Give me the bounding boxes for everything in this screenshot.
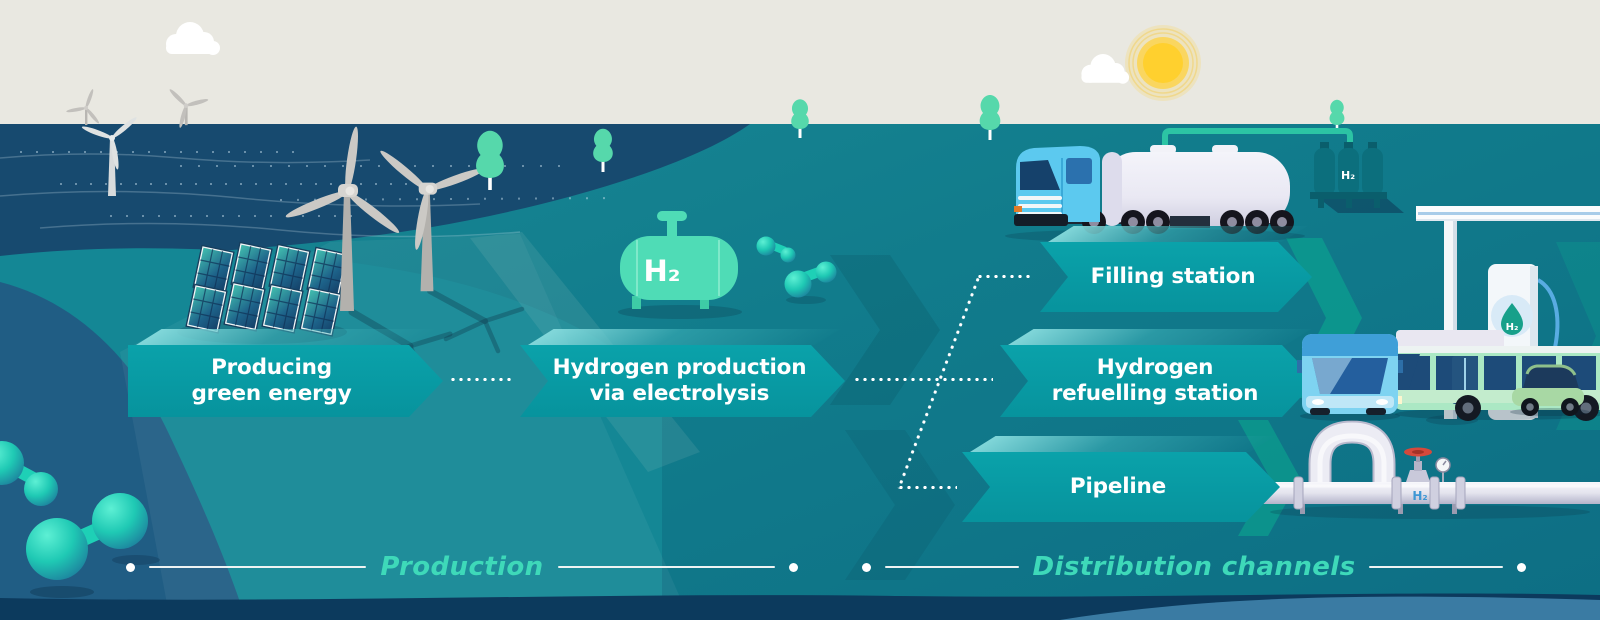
car [1510,364,1590,416]
h2-storage-tanks: H₂ [1310,142,1404,213]
h2-molecules-large [0,441,160,598]
section-line [885,565,1019,569]
section-label: Distribution channels [1032,552,1356,582]
section-line [557,565,775,569]
sun-icon [1125,25,1201,101]
label-line: via electrolysis [589,381,770,406]
line-end-dot [126,562,135,572]
refuelling-station: H₂ [1416,206,1600,425]
arrow-shape [1000,345,1316,417]
flow-step-hydrogen-refuelling-station: Hydrogen refuelling station [1000,329,1316,417]
label-line: Hydrogen production [552,355,807,381]
h2-molecules-small [756,236,837,304]
wind-turbine [285,126,400,311]
connector-dotted-line [976,275,1034,278]
arrow-shape [520,345,845,417]
flow-step-label: Producing green energy [128,345,443,417]
cloud-icon [1081,54,1130,84]
h2-transfer-pipe [1162,128,1353,162]
flow-step-producing-green-energy: Producing green energy [128,329,443,417]
connector-dotted-line [449,378,513,381]
arrow-shape [128,345,443,417]
flow-step-label: Hydrogen production via electrolysis [520,345,845,417]
h2-tank: H₂ [618,211,742,319]
section-line [149,565,367,569]
label-line: Filling station [1090,264,1256,290]
h2-droplet-icon [1501,303,1523,335]
line-end-dot [1517,562,1526,572]
cloud-icon [166,22,220,55]
label-line: refuelling station [1051,381,1259,406]
arrow-shape [1040,242,1312,312]
h2-tank-label: H₂ [644,254,681,288]
sea [0,124,750,272]
section-distribution-channels: Distribution channels [862,552,1526,582]
bottom-wave [1060,596,1600,620]
chevron-shade [845,430,955,580]
pipeline-art: H₂ [1262,420,1600,519]
label-line: Pipeline [1069,474,1167,500]
h2-pipeline-label: H₂ [1412,489,1427,503]
h2-storage-label: H₂ [1341,169,1355,182]
flow-step-label: Pipeline [962,452,1280,522]
flow-step-label: Filling station [1040,242,1312,312]
label-line: Producing [211,355,332,381]
section-production: Production [126,552,798,582]
flow-step-filling-station: Filling station [1040,226,1312,312]
label-line: green energy [191,381,352,406]
h2-dispenser-label: H₂ [1506,322,1519,333]
flow-step-hydrogen-production: Hydrogen production via electrolysis [520,329,845,417]
chevron-shade [830,255,940,405]
arrow-shape [962,452,1280,522]
offshore-wind-turbines [66,89,209,196]
flow-step-pipeline: Pipeline [962,436,1280,522]
line-end-dot [789,562,798,572]
trees [476,95,1345,190]
truck-cab-front [1297,334,1403,415]
line-end-dot [862,562,871,572]
connector-dotted-line [853,378,993,381]
flow-step-label: Hydrogen refuelling station [1000,345,1316,417]
connector-dotted-line [897,486,957,489]
chevron-accent [1238,420,1300,536]
section-line [1369,565,1503,569]
section-label: Production [380,552,544,582]
label-line: Hydrogen [1096,355,1214,381]
wind-turbine [380,150,485,292]
